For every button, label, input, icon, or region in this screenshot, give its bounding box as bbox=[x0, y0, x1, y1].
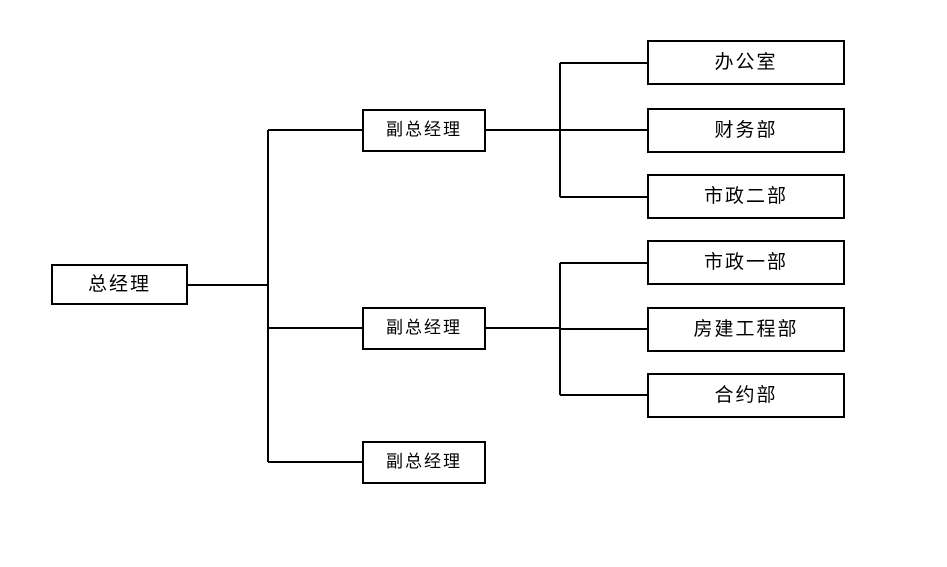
node-department-municipal-two[interactable]: 市政二部 bbox=[647, 174, 845, 219]
node-department-finance[interactable]: 财务部 bbox=[647, 108, 845, 153]
node-department-municipal-one[interactable]: 市政一部 bbox=[647, 240, 845, 285]
node-label: 房建工程部 bbox=[693, 318, 799, 340]
node-label: 财务部 bbox=[714, 119, 778, 141]
node-label: 副总经理 bbox=[386, 452, 462, 472]
node-label: 副总经理 bbox=[386, 318, 462, 338]
node-label: 副总经理 bbox=[386, 120, 462, 140]
node-label: 总经理 bbox=[87, 273, 151, 295]
node-label: 办公室 bbox=[714, 51, 778, 73]
node-deputy-general-manager-3[interactable]: 副总经理 bbox=[362, 441, 486, 484]
node-department-building-engineering[interactable]: 房建工程部 bbox=[647, 307, 845, 352]
node-department-office[interactable]: 办公室 bbox=[647, 40, 845, 85]
node-deputy-general-manager-1[interactable]: 副总经理 bbox=[362, 109, 486, 152]
node-department-contract[interactable]: 合约部 bbox=[647, 373, 845, 418]
node-label: 市政二部 bbox=[703, 185, 788, 207]
node-general-manager[interactable]: 总经理 bbox=[51, 264, 188, 305]
node-label: 市政一部 bbox=[703, 251, 788, 273]
node-label: 合约部 bbox=[714, 384, 778, 406]
node-deputy-general-manager-2[interactable]: 副总经理 bbox=[362, 307, 486, 350]
